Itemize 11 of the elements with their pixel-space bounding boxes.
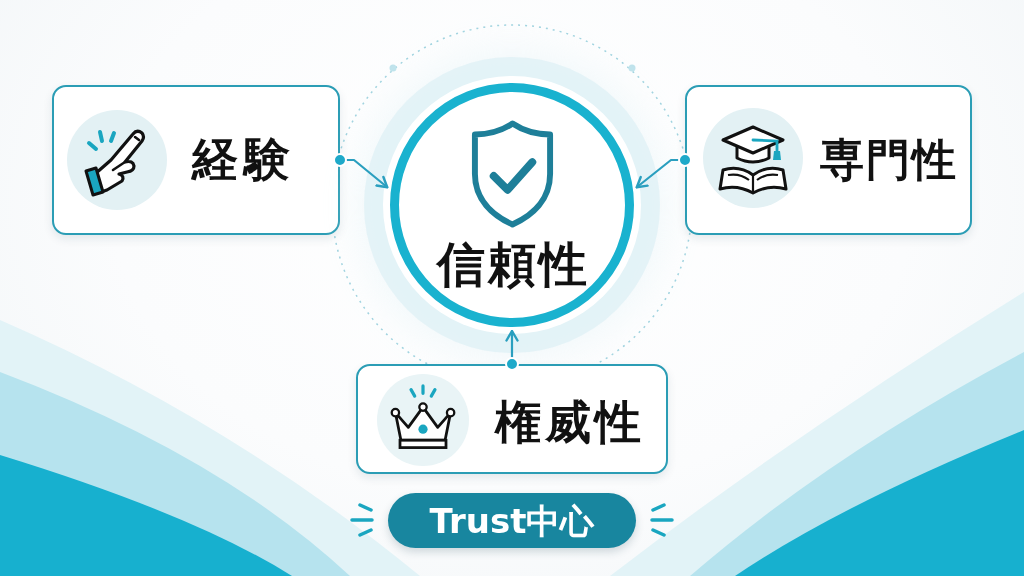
info-card — [356, 364, 668, 474]
info-card — [685, 85, 972, 235]
pill-badge: Trust中心 — [388, 493, 636, 548]
node-label: 経験 — [192, 133, 296, 186]
arrow — [333, 153, 389, 189]
node-label: 権威性 — [495, 396, 645, 449]
arrow — [635, 153, 692, 189]
node-label: 専門性 — [820, 135, 958, 186]
info-card — [52, 85, 340, 235]
arrow — [505, 329, 519, 371]
node-label: 信頼性 — [435, 237, 591, 293]
